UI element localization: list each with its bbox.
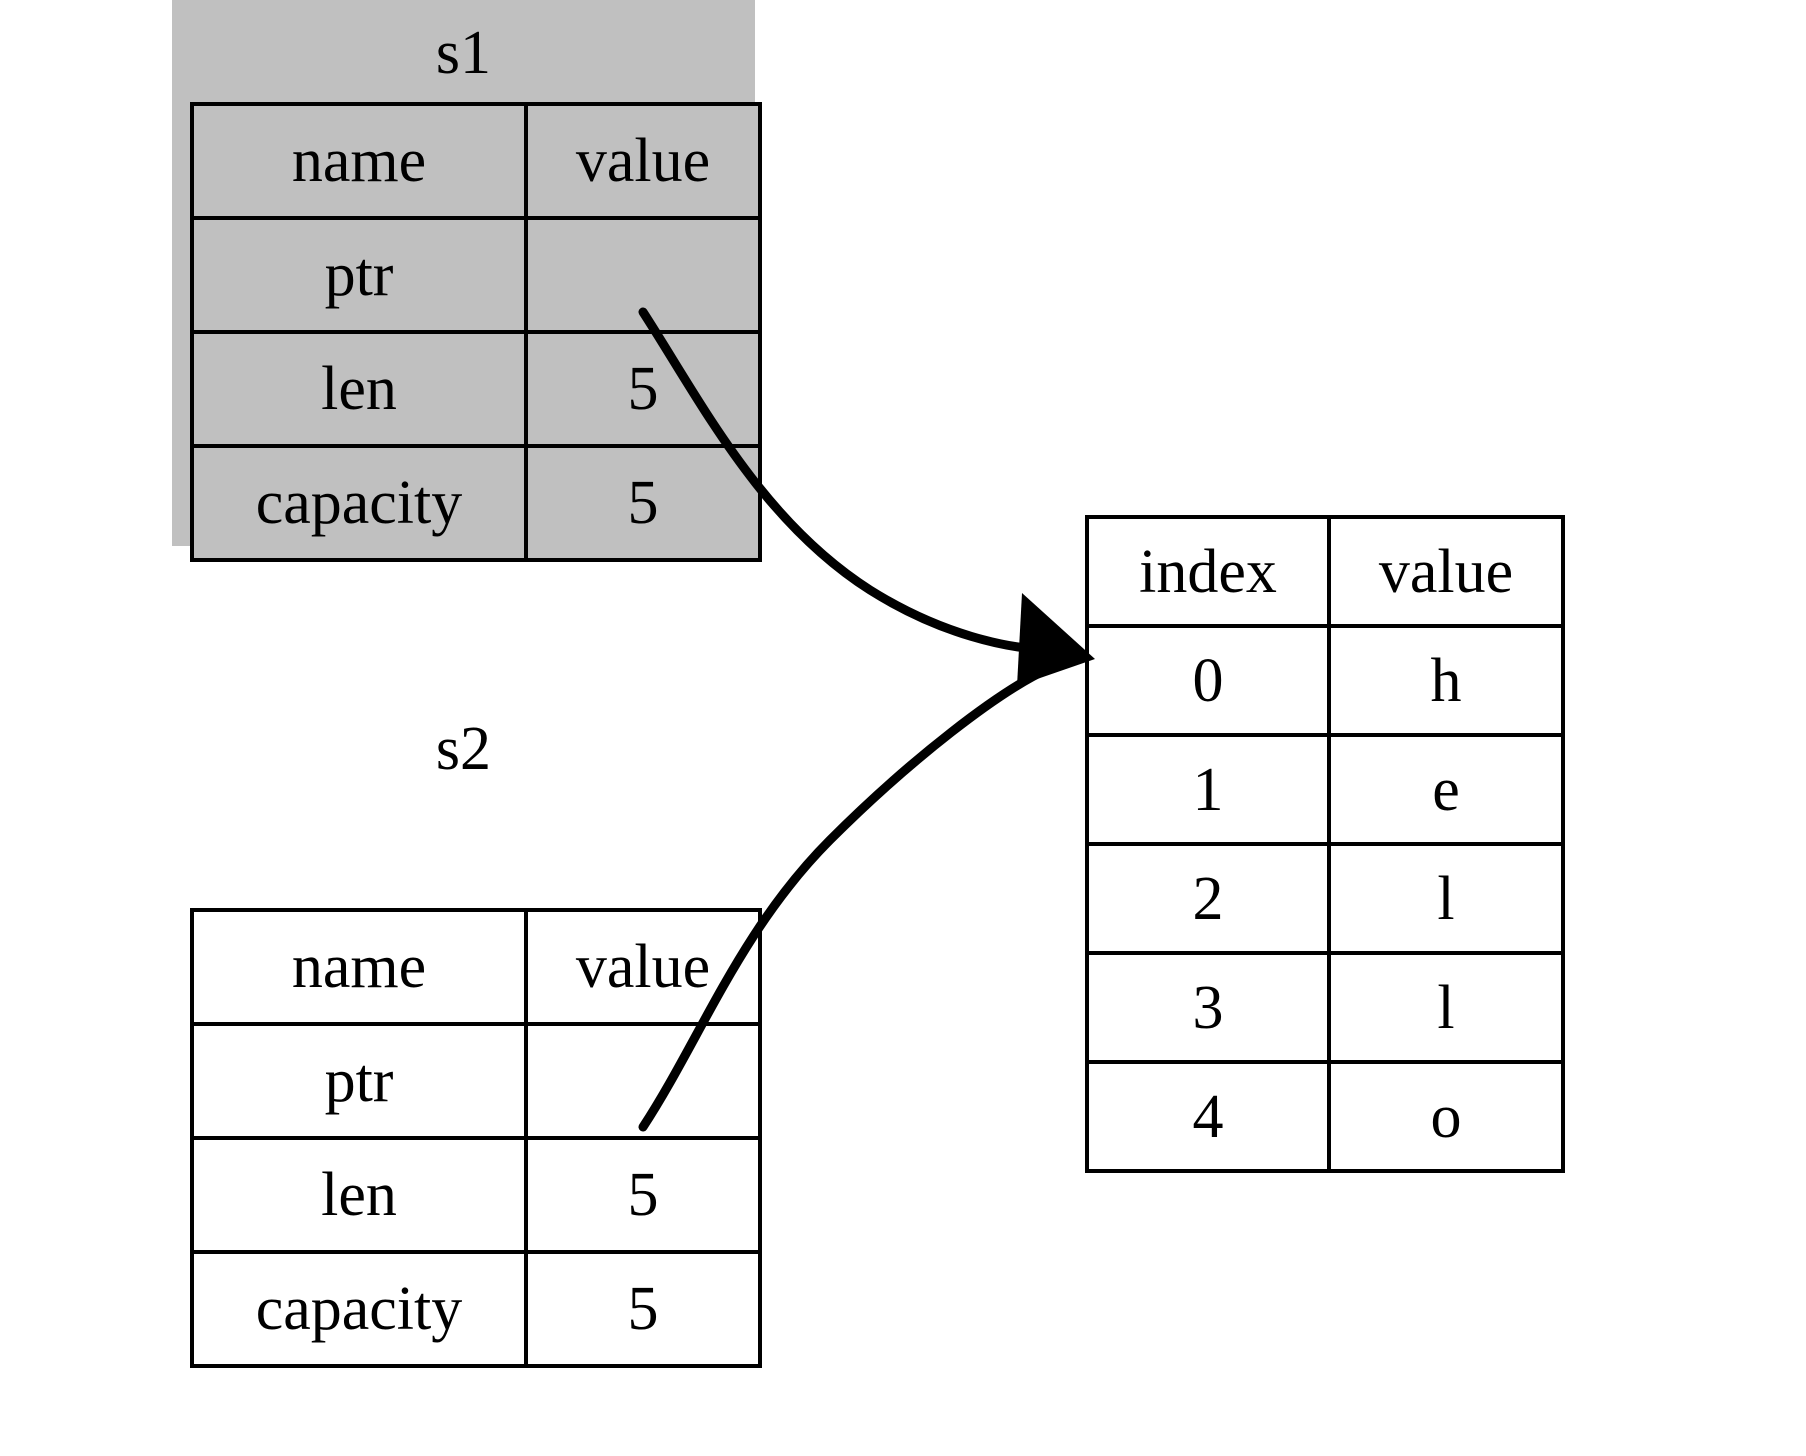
buffer-header-value: value	[1327, 515, 1565, 628]
buffer-row-3-index: 3	[1085, 951, 1331, 1064]
buffer-row-1-index: 1	[1085, 733, 1331, 846]
table-row: 1 e	[1085, 733, 1565, 846]
table-row: len 5	[190, 330, 762, 448]
buffer-row-3-value: l	[1327, 951, 1565, 1064]
s2-row-len-value: 5	[524, 1136, 762, 1254]
table-row: 2 l	[1085, 842, 1565, 955]
table-row: ptr	[190, 216, 762, 334]
buffer-row-0-index: 0	[1085, 624, 1331, 737]
struct-s2-block: s2	[172, 700, 755, 1410]
s2-row-len-name: len	[190, 1136, 528, 1254]
buffer-row-2-index: 2	[1085, 842, 1331, 955]
table-row: len 5	[190, 1136, 762, 1254]
buffer-row-0-value: h	[1327, 624, 1565, 737]
table-row: name value	[190, 102, 762, 220]
struct-s2-label: s2	[435, 715, 492, 783]
s2-row-capacity-value: 5	[524, 1250, 762, 1368]
table-row: capacity 5	[190, 1250, 762, 1368]
s2-row-ptr-value	[524, 1022, 762, 1140]
s1-header-value: value	[524, 102, 762, 220]
table-row: ptr	[190, 1022, 762, 1140]
buffer-row-4-index: 4	[1085, 1060, 1331, 1173]
s1-row-capacity-value: 5	[524, 444, 762, 562]
s1-row-ptr-name: ptr	[190, 216, 528, 334]
s1-header-name: name	[190, 102, 528, 220]
buffer-table: index value 0 h 1 e 2 l 3 l 4 o	[1085, 515, 1565, 1173]
s2-header-name: name	[190, 908, 528, 1026]
s2-row-capacity-name: capacity	[190, 1250, 528, 1368]
buffer-row-2-value: l	[1327, 842, 1565, 955]
table-row: 3 l	[1085, 951, 1565, 1064]
table-row: index value	[1085, 515, 1565, 628]
buffer-header-index: index	[1085, 515, 1331, 628]
s1-row-len-value: 5	[524, 330, 762, 448]
s1-row-len-name: len	[190, 330, 528, 448]
table-row: capacity 5	[190, 444, 762, 562]
s1-row-ptr-value	[524, 216, 762, 334]
arrowhead-icon	[1017, 593, 1095, 686]
table-row: 4 o	[1085, 1060, 1565, 1173]
buffer-row-1-value: e	[1327, 733, 1565, 846]
buffer-row-4-value: o	[1327, 1060, 1565, 1173]
s2-row-ptr-name: ptr	[190, 1022, 528, 1140]
s1-row-capacity-name: capacity	[190, 444, 528, 562]
table-row: name value	[190, 908, 762, 1026]
struct-s1-table: name value ptr len 5 capacity 5	[190, 102, 762, 562]
struct-s2-table: name value ptr len 5 capacity 5	[190, 908, 762, 1368]
struct-s1-label: s1	[435, 19, 492, 87]
s2-header-value: value	[524, 908, 762, 1026]
table-row: 0 h	[1085, 624, 1565, 737]
